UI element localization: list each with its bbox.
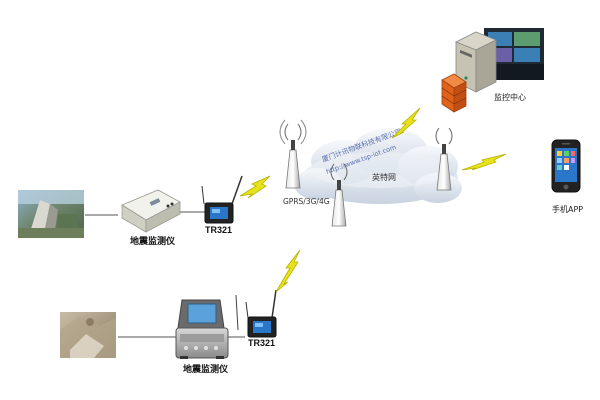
seismograph-top-label: 地震监测仪 bbox=[130, 235, 176, 246]
seismograph-bottom-label: 地震监测仪 bbox=[183, 363, 229, 374]
base-station-tower-left bbox=[279, 119, 307, 189]
mobile-app-label: 手机APP bbox=[552, 204, 583, 214]
wireless-link-device-bottom bbox=[275, 249, 301, 293]
device-tr321-bottom bbox=[245, 289, 277, 338]
wireless-link-mobile-app bbox=[461, 153, 507, 171]
seismograph-bottom bbox=[175, 294, 239, 359]
gprs-label: GPRS/3G/4G bbox=[283, 197, 330, 206]
site-photo-landslide bbox=[60, 312, 116, 358]
base-station-tower-right bbox=[435, 127, 453, 191]
network-label: 英特网 bbox=[372, 172, 396, 182]
wireless-link-monitor-center bbox=[391, 107, 421, 139]
monitor-center-label: 监控中心 bbox=[494, 92, 526, 102]
wireless-link-device-top bbox=[239, 175, 271, 199]
device-tr321-top-label: TR321 bbox=[205, 225, 232, 235]
base-station-tower-mid bbox=[330, 163, 348, 227]
mobile-phone-icon bbox=[551, 139, 581, 193]
device-tr321-top bbox=[201, 175, 243, 224]
site-photo-building bbox=[18, 190, 84, 238]
seismograph-top bbox=[121, 189, 181, 233]
device-tr321-bottom-label: TR321 bbox=[248, 338, 275, 348]
firewall-icon bbox=[441, 73, 467, 113]
